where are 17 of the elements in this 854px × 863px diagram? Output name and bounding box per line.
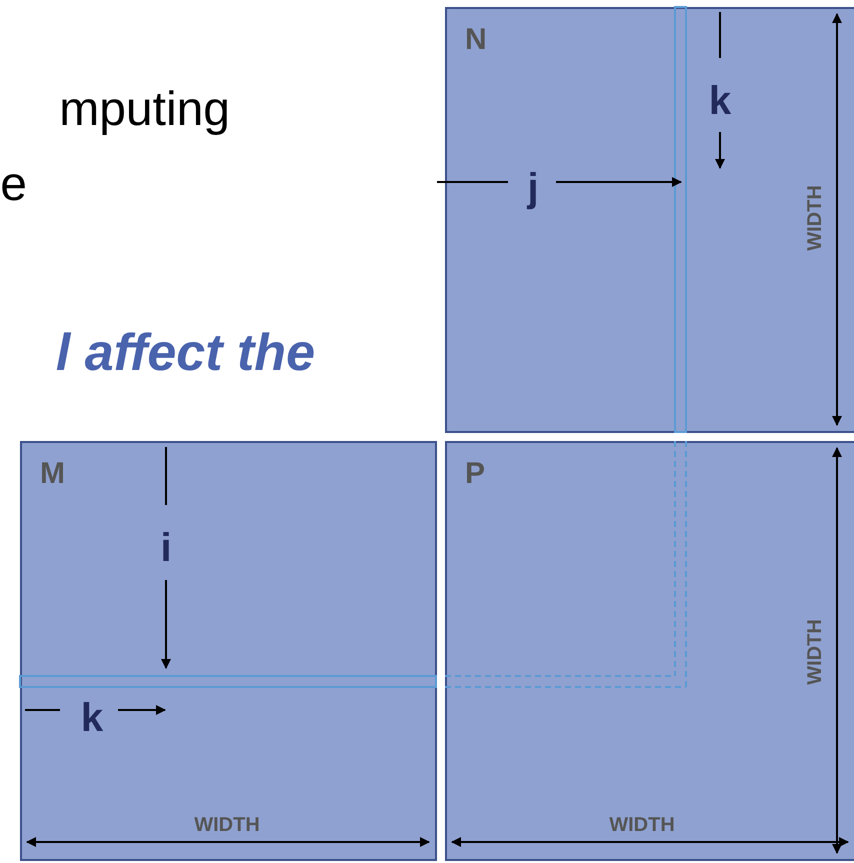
- dimension-label: WIDTH: [805, 185, 825, 251]
- index-variable: j: [527, 168, 539, 208]
- index-variable: k: [708, 81, 732, 121]
- body-text: mputing: [59, 86, 230, 134]
- dimension-label: WIDTH: [805, 619, 825, 685]
- matrix-block: [445, 7, 854, 433]
- body-text: e: [0, 161, 27, 209]
- matrix-name: M: [40, 459, 65, 489]
- dimension-label: WIDTH: [194, 815, 260, 835]
- matrix-block: [445, 441, 854, 861]
- emphasis-text: l affect the: [56, 327, 315, 379]
- matrix-name: P: [465, 459, 486, 489]
- matrix-name: N: [465, 25, 487, 55]
- index-variable: i: [160, 528, 172, 568]
- index-variable: k: [80, 698, 104, 738]
- matrix-block: [20, 441, 437, 861]
- dimension-label: WIDTH: [609, 815, 675, 835]
